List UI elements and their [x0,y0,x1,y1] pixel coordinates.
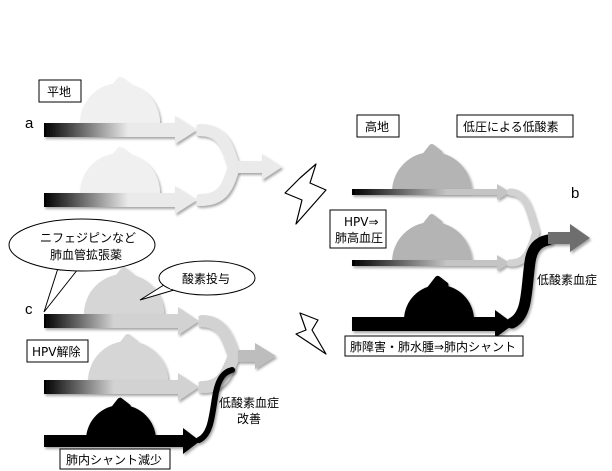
shunt-label: 肺障害・肺水腫⇒肺内シャント [350,339,516,354]
shunt-label-box [344,335,524,357]
blood-flow-arrow [44,186,197,214]
bubble-vasodilator-line1: ニフェジピンなど [40,231,136,245]
bubble-oxygen-label: 酸素投与 [182,271,230,286]
blood-flow-arrow [44,307,199,335]
bubble-vasodilator: ニフェジピンなど 肺血管拡張薬 [8,218,156,313]
alveolus-hypoxic [392,143,472,192]
alveolus-recovered [88,333,168,381]
alveolus-damaged [404,275,474,320]
alveolus [80,76,160,123]
alveolus-damaged [86,397,156,440]
hpv-label-line2: 肺高血圧 [335,230,383,245]
shunt-reduced-box [59,448,171,470]
panel-a-letter: a [25,115,34,132]
panel-b-place-box [356,114,400,138]
outflow-arrow [238,343,276,369]
hypoxemia-label: 低酸素血症 [537,272,597,287]
constricted-flow-arrow [352,255,510,271]
shunt-flow-arrow [352,234,554,338]
shunt-reduced-label: 肺内シャント減少 [66,452,162,467]
panel-b-letter: b [571,185,579,202]
panel-b-place-label: 高地 [365,119,389,134]
hpv-release-box [26,339,89,363]
panel-b: b 高地 低圧による低酸素 HPV⇒ 肺高血圧 [329,114,597,357]
outflow-arrow-dark [548,224,590,252]
bubble-vasodilator-line2: 肺血管拡張薬 [50,247,122,262]
panel-c: c ニフェジピンなど 肺血管拡張薬 酸素投与 HPV解除 [8,218,279,470]
panel-b-condition-box [456,114,574,138]
hpv-label-line1: HPV⇒ [344,215,379,229]
blood-flow-arrow [44,373,199,401]
panel-b-condition-label: 低圧による低酸素 [463,119,559,134]
panel-c-letter: c [25,301,33,318]
alveolus-hypoxic [392,213,472,262]
hypoxemia-improved-line1: 低酸素血症 [219,395,279,410]
hypoxemia-improved-line2: 改善 [237,411,261,426]
shunt-flow-arrow [44,367,235,454]
panel-a-label-box [38,79,82,103]
panel-a-label: 平地 [47,85,71,99]
merge-vessel [194,124,240,206]
panel-a: a 平地 [25,76,282,214]
bubble-oxygen: 酸素投与 [139,260,256,301]
constricted-flow-arrow [352,184,510,200]
outflow-arrow [238,154,282,180]
hpv-release-label: HPV解除 [32,344,80,359]
blood-flow-arrow [44,116,197,144]
transition-arrow-b-to-c [295,312,327,355]
alveolus-recovered [84,266,164,314]
merge-vessel [196,315,240,393]
alveolus [80,146,160,193]
transition-arrow-a-to-b [284,163,327,225]
hpv-label-box [329,209,387,249]
